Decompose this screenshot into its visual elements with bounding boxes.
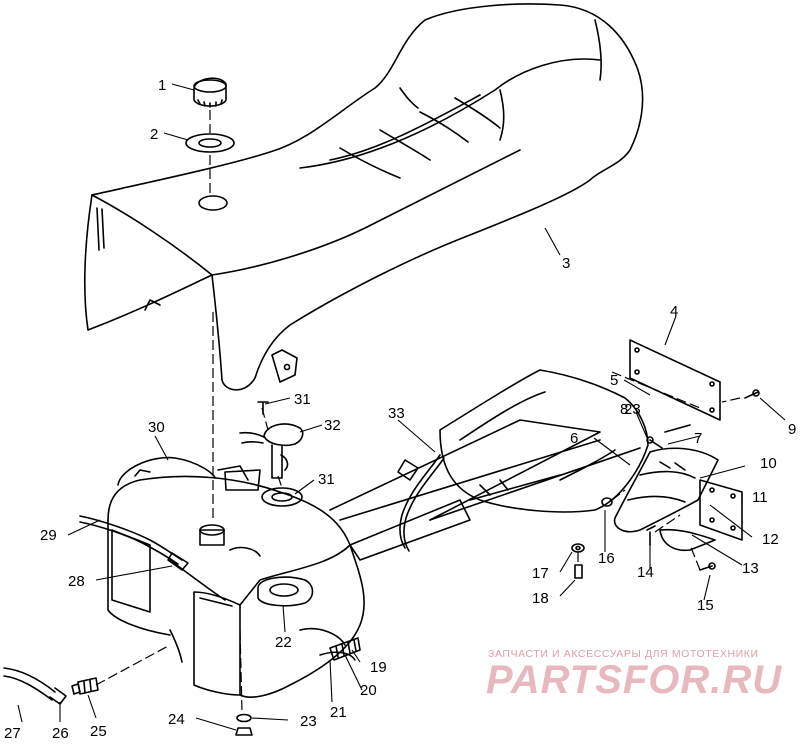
- callout-12: 12: [762, 531, 779, 548]
- fuel-sender: [239, 423, 304, 507]
- callout-29: 29: [40, 527, 57, 544]
- callout-27: 27: [4, 725, 21, 741]
- tail-light-assembly: [613, 447, 743, 552]
- petcock: [329, 637, 361, 661]
- watermark-tagline: ЗАПЧАСТИ И АКСЕССУАРЫ ДЛЯ МОТОТЕХНИКИ: [488, 648, 759, 660]
- tank-mount-tab: [224, 469, 261, 491]
- callout-23: 23: [300, 713, 317, 730]
- callout-31: 31: [318, 471, 335, 488]
- callout-33: 33: [388, 405, 405, 422]
- callout-24: 24: [168, 711, 185, 728]
- watermark-brand: PARTSFOR.RU: [486, 658, 783, 702]
- fuel-cap: [193, 77, 227, 108]
- callout-3: 3: [562, 255, 570, 272]
- frame: [329, 419, 641, 561]
- fuel-fitting: [71, 677, 99, 695]
- callout-30: 30: [148, 419, 165, 436]
- callout-23: 23: [624, 401, 641, 418]
- seat: [84, 3, 644, 391]
- callout-10: 10: [760, 455, 777, 472]
- callout-31: 31: [294, 391, 311, 408]
- fuel-hose: [3, 667, 67, 705]
- callout-9: 9: [788, 421, 796, 438]
- callout-7: 7: [694, 430, 702, 447]
- fuel-line: [399, 454, 441, 549]
- callout-15: 15: [697, 597, 714, 614]
- fuel-tank: [107, 456, 365, 698]
- fuel-cap-gasket: [185, 133, 235, 153]
- callout-16: 16: [598, 550, 615, 567]
- seat-filler-hole: [198, 195, 228, 211]
- callout-21: 21: [330, 704, 347, 721]
- callout-14: 14: [637, 564, 654, 581]
- callout-28: 28: [68, 573, 85, 590]
- callout-19: 19: [370, 659, 387, 676]
- callout-26: 26: [52, 725, 69, 741]
- callout-17: 17: [532, 565, 549, 582]
- callout-13: 13: [742, 560, 759, 577]
- filler-flange: [257, 576, 314, 607]
- license-plate: [629, 339, 721, 421]
- callout-18: 18: [532, 590, 549, 607]
- rear-body: [439, 369, 649, 513]
- callout-2: 2: [150, 126, 158, 143]
- callout-1: 1: [158, 77, 166, 94]
- callout-5: 5: [610, 372, 618, 389]
- callout-11: 11: [752, 489, 768, 506]
- callout-4: 4: [670, 303, 678, 320]
- callout-22: 22: [275, 634, 292, 651]
- callout-25: 25: [90, 723, 107, 740]
- callout-20: 20: [360, 682, 377, 699]
- callout-32: 32: [324, 417, 341, 434]
- callout-8: 8: [620, 401, 628, 418]
- callout-6: 6: [570, 430, 578, 447]
